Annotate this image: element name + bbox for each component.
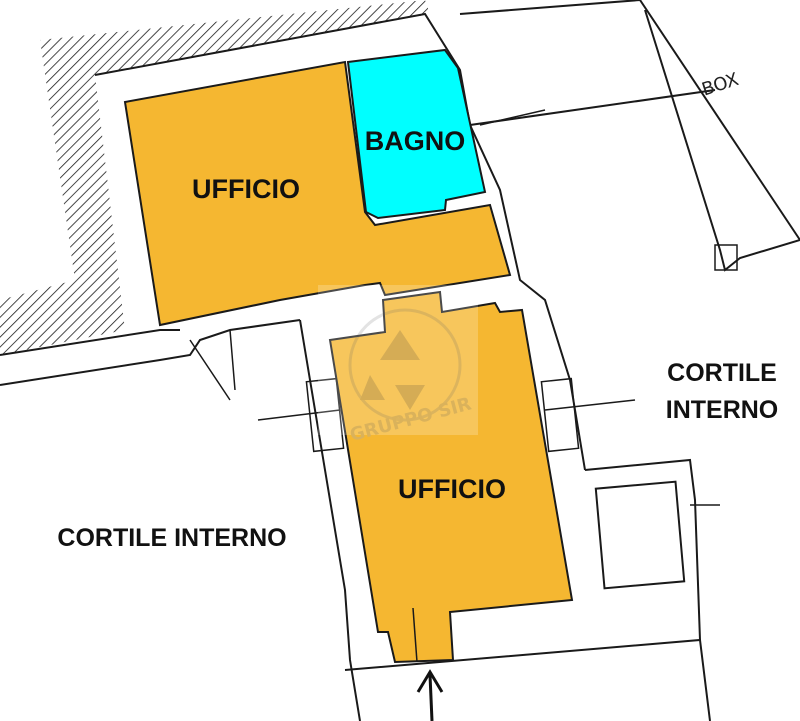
- label-courtyard-right-line1: CORTILE: [667, 359, 777, 387]
- label-office-lower: UFFICIO: [398, 474, 506, 504]
- building-walls: [0, 12, 720, 721]
- entrance-arrow-icon: [416, 669, 444, 721]
- box-outline: [459, 0, 800, 272]
- watermark-logo: GRUPPO SIR: [318, 285, 478, 446]
- box-label: BOX: [699, 69, 741, 101]
- label-courtyard-right-line2: INTERNO: [666, 396, 779, 424]
- room-office-upper: [123, 60, 512, 327]
- hatched-wall-mass: [0, 0, 430, 355]
- room-office-lower: [328, 290, 574, 664]
- label-bathroom: BAGNO: [365, 126, 466, 156]
- room-bathroom: [346, 48, 487, 220]
- label-office-upper: UFFICIO: [192, 174, 300, 204]
- label-courtyard-left: CORTILE INTERNO: [57, 524, 286, 552]
- door-line: [412, 607, 418, 663]
